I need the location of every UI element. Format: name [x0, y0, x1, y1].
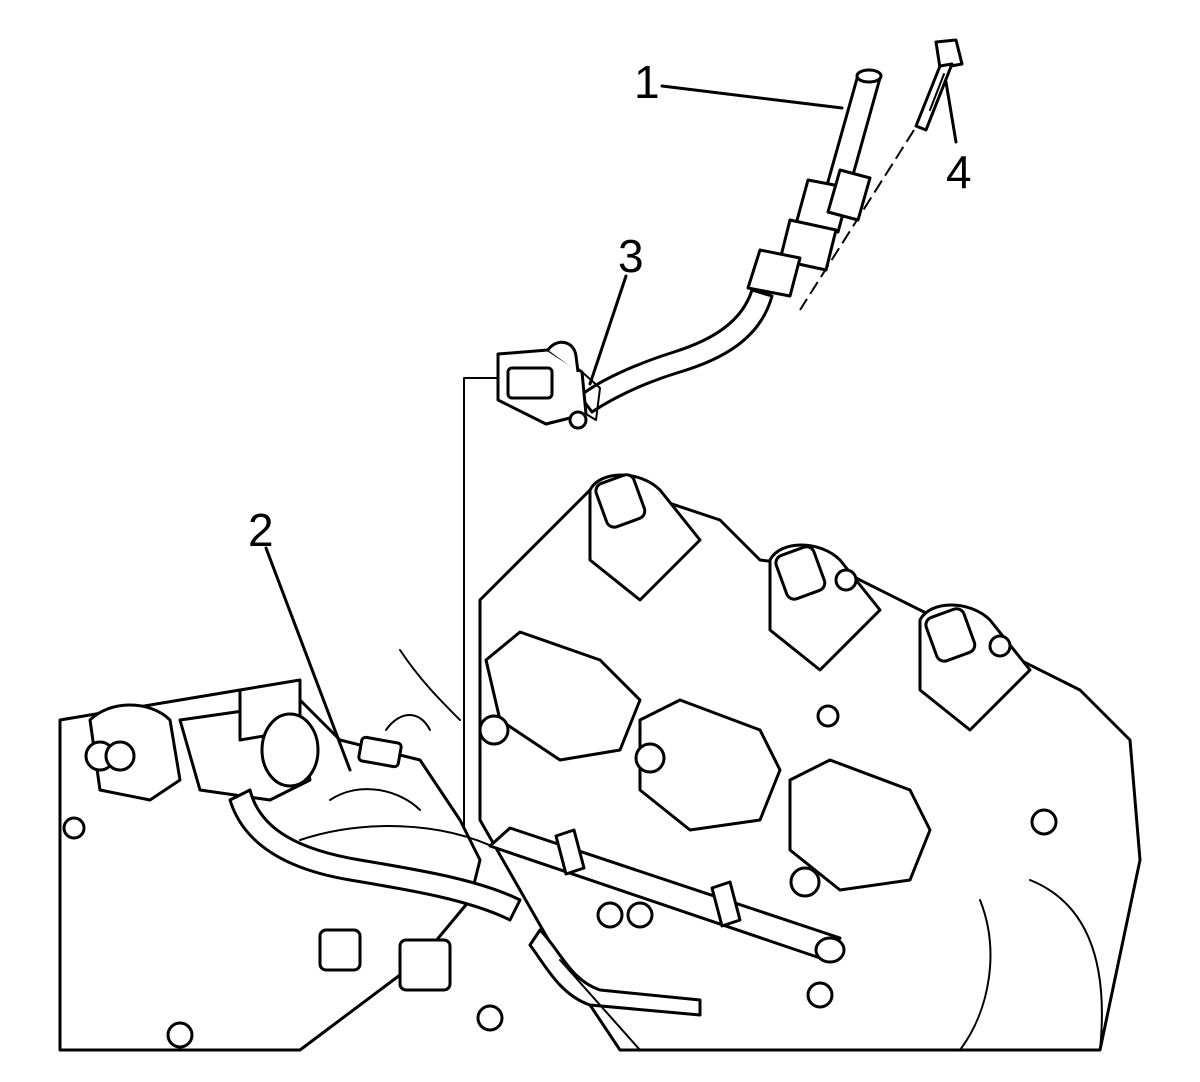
callout-2: 2 — [248, 504, 274, 556]
alignment-line-sensor — [463, 377, 499, 827]
leader-line-3 — [588, 274, 628, 386]
leader-line-4 — [944, 80, 958, 144]
leader-line-2 — [264, 546, 352, 772]
fuel-feed-pipe — [578, 68, 883, 414]
fuel-pressure-sensor — [496, 340, 601, 430]
callout-4: 4 — [946, 146, 972, 198]
engine-assembly — [58, 473, 1142, 1052]
callout-1: 1 — [634, 56, 660, 108]
callout-3: 3 — [618, 230, 644, 282]
leader-line-1 — [660, 84, 844, 110]
mounting-bolt — [799, 38, 964, 311]
